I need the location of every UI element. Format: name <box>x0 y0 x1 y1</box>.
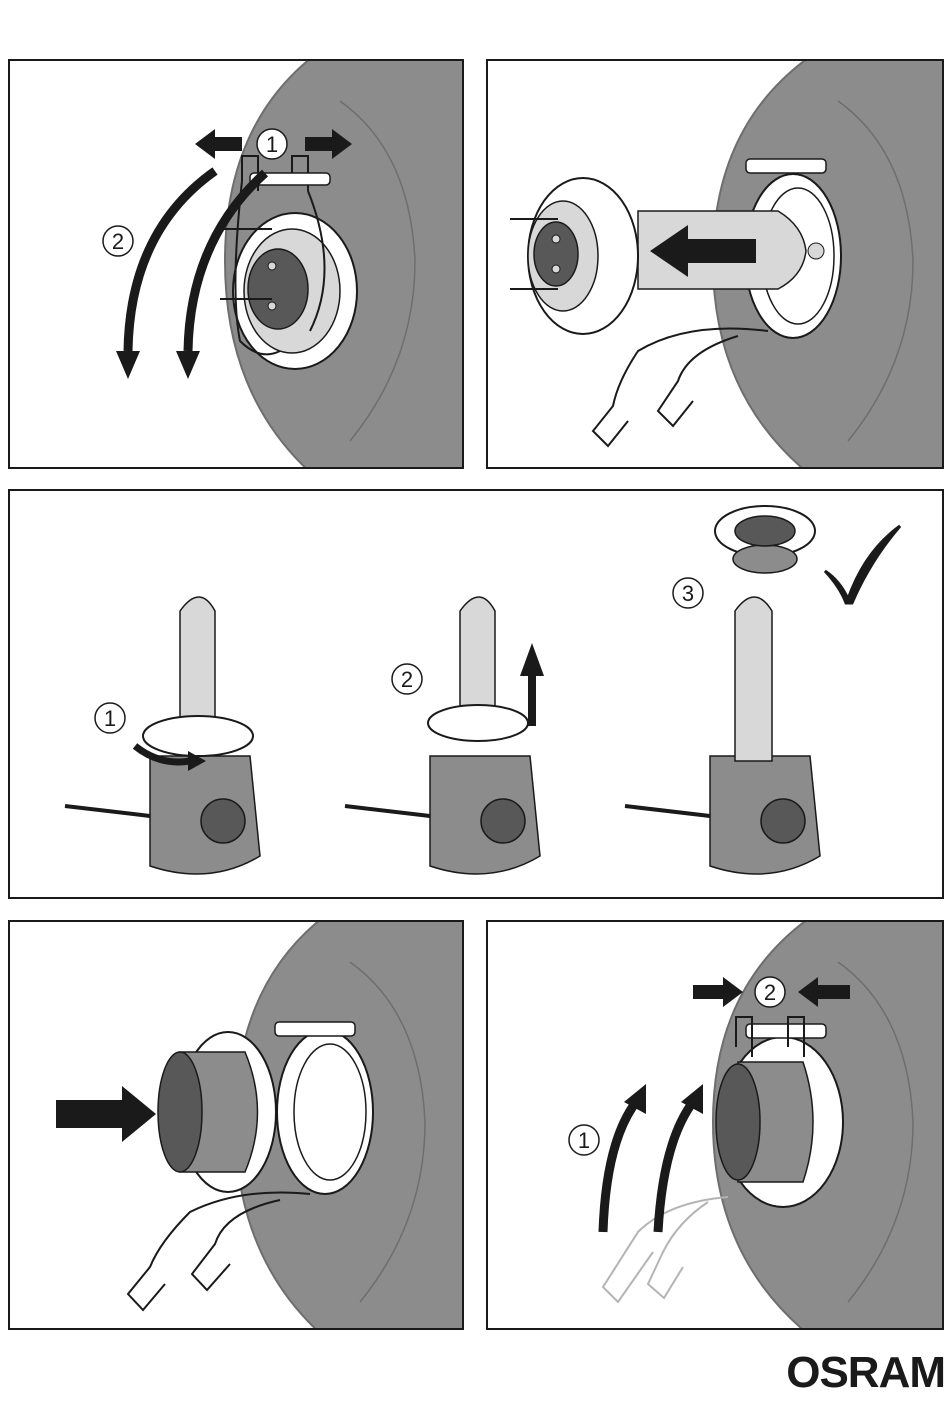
arrow-right-icon <box>56 1086 156 1142</box>
step-panel-remove-bulb <box>486 59 944 469</box>
step-panel-release-clip: 1 2 <box>8 59 464 469</box>
step-label: 2 <box>401 667 413 692</box>
led-lamp-unit <box>625 506 820 874</box>
step-label: 1 <box>104 706 116 731</box>
led-lamp-unit <box>345 597 544 874</box>
checkmark-icon <box>825 526 900 603</box>
step-label: 3 <box>682 581 694 606</box>
arrow-right-icon <box>693 977 743 1007</box>
arrow-up-icon <box>520 643 544 726</box>
step-panel-fasten-clip: 2 1 <box>486 920 944 1330</box>
arrow-left-icon <box>195 129 242 159</box>
arrow-up-icon <box>658 1102 693 1232</box>
step-label: 2 <box>112 229 124 254</box>
step-label: 1 <box>578 1128 590 1153</box>
osram-logo: OSRAM <box>770 1348 945 1398</box>
step-label: 1 <box>266 132 278 157</box>
step-panel-insert-adapter <box>8 920 464 1330</box>
step-panel-led-adapter: 1 2 3 <box>8 489 944 899</box>
step-label: 2 <box>764 980 776 1005</box>
led-lamp-unit <box>65 597 260 874</box>
arrow-up-icon <box>603 1102 636 1232</box>
